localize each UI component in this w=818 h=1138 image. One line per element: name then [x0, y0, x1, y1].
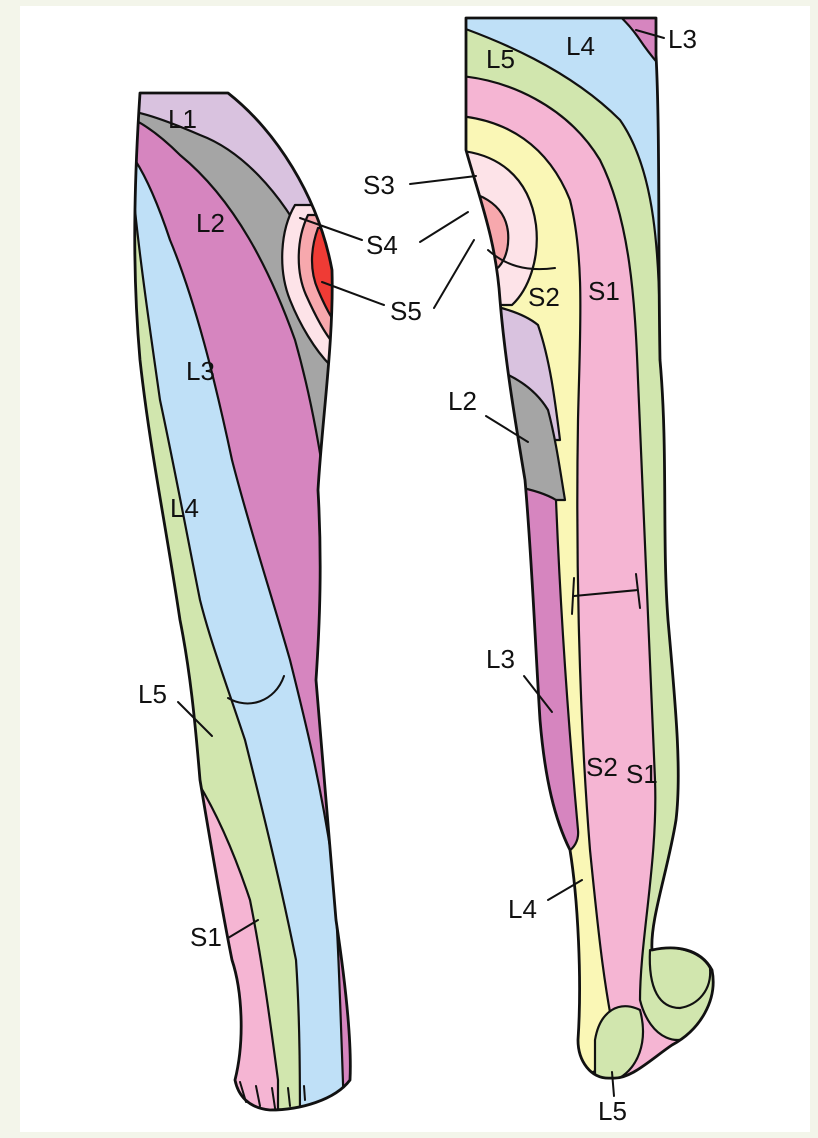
front-label-s1: S1	[190, 922, 222, 952]
back-label-l3: L3	[486, 644, 515, 674]
back-leg: L3 L4 L5 S3 S2 S1 L2 L3 S2 S1 L4 L5	[363, 0, 740, 1138]
front-label-l5: L5	[138, 679, 167, 709]
back-region-s5	[440, 215, 488, 258]
front-label-l4: L4	[170, 493, 199, 523]
back-label-s1-lower: S1	[626, 759, 658, 789]
back-label-l4-top: L4	[566, 31, 595, 61]
front-label-l3: L3	[186, 356, 215, 386]
back-label-s1-upper: S1	[588, 276, 620, 306]
front-label-l2: L2	[196, 208, 225, 238]
back-label-l4: L4	[508, 894, 537, 924]
front-label-s4: S4	[366, 230, 398, 260]
back-label-l5-top: L5	[486, 44, 515, 74]
back-label-l3-top: L3	[668, 24, 697, 54]
front-label-s5: S5	[390, 296, 422, 326]
back-label-s2-upper: S2	[528, 282, 560, 312]
back-label-s2-lower: S2	[586, 752, 618, 782]
back-label-l5: L5	[598, 1096, 627, 1126]
front-label-l1: L1	[168, 104, 197, 134]
back-leader-s4	[420, 212, 468, 242]
back-label-s3: S3	[363, 170, 395, 200]
back-leader-s3	[410, 176, 476, 184]
back-label-l2: L2	[448, 386, 477, 416]
front-leg: L1 L2 L3 L4 L5 S1 S4 S5	[100, 60, 422, 1138]
back-leader-s5	[434, 240, 474, 308]
